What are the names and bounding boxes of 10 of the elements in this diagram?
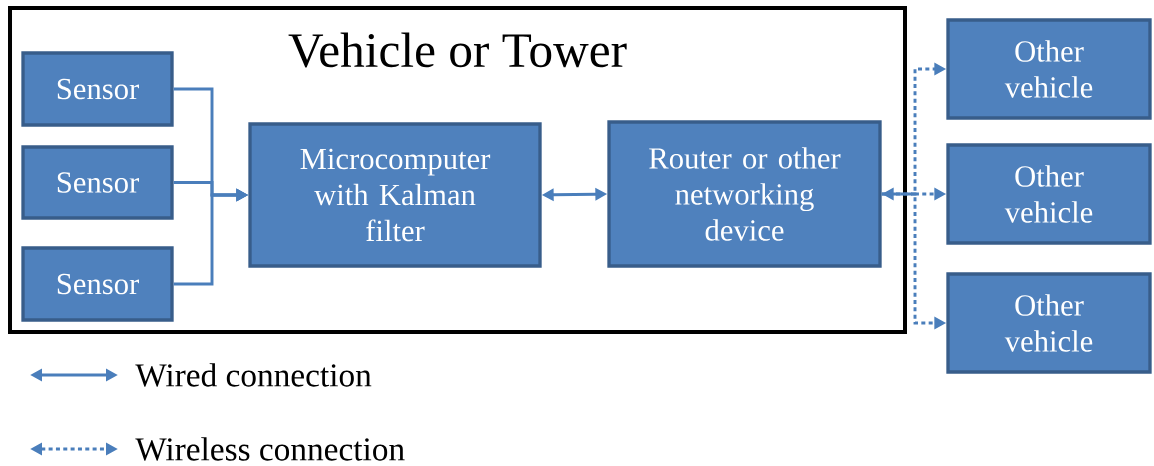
sensor-box: Sensor <box>21 51 174 127</box>
processor-box: Microcomputer with Kalman filter <box>248 122 542 268</box>
sensor-box: Sensor <box>21 145 174 220</box>
vehicle-box: Other vehicle <box>946 143 1152 245</box>
legend-text: Wireless connection <box>135 437 405 461</box>
vehicle-box: Other vehicle <box>946 272 1152 374</box>
router-box: Router or other networking device <box>607 120 882 268</box>
legend-text: Wired connection <box>135 363 372 387</box>
sensor-box: Sensor <box>21 246 174 322</box>
vehicle-box: Other vehicle <box>946 18 1152 120</box>
